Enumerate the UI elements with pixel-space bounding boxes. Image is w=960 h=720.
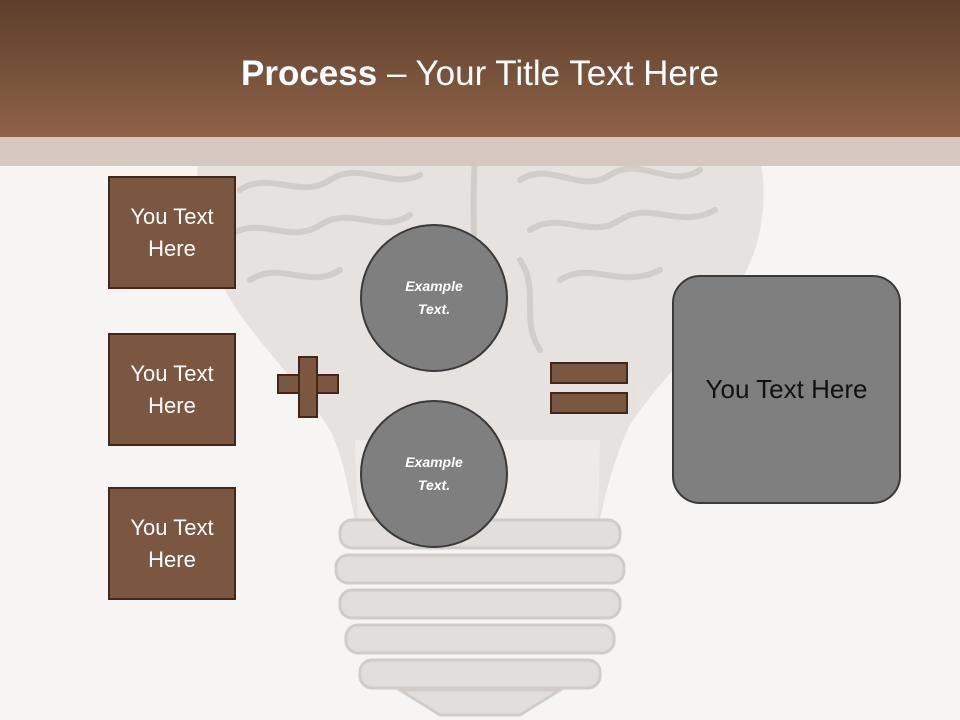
circle-label: Example Text. xyxy=(405,278,463,317)
left-box-label: You Text Here xyxy=(130,203,214,261)
result-box[interactable]: You Text Here xyxy=(672,275,901,504)
title-band xyxy=(0,137,960,166)
left-box-2[interactable]: You Text Here xyxy=(108,333,236,446)
left-box-3[interactable]: You Text Here xyxy=(108,487,236,600)
title-rest: – Your Title Text Here xyxy=(377,54,719,93)
left-box-label: You Text Here xyxy=(130,514,214,572)
result-label: You Text Here xyxy=(705,374,868,404)
title-bold: Process xyxy=(241,54,378,93)
title-bar xyxy=(0,0,960,137)
circle-label: Example Text. xyxy=(405,454,463,493)
slide-title[interactable]: Process – Your Title Text Here xyxy=(0,52,960,96)
example-circle-1[interactable]: Example Text. xyxy=(360,224,508,372)
left-box-1[interactable]: You Text Here xyxy=(108,176,236,289)
example-circle-2[interactable]: Example Text. xyxy=(360,400,508,548)
left-box-label: You Text Here xyxy=(130,360,214,418)
